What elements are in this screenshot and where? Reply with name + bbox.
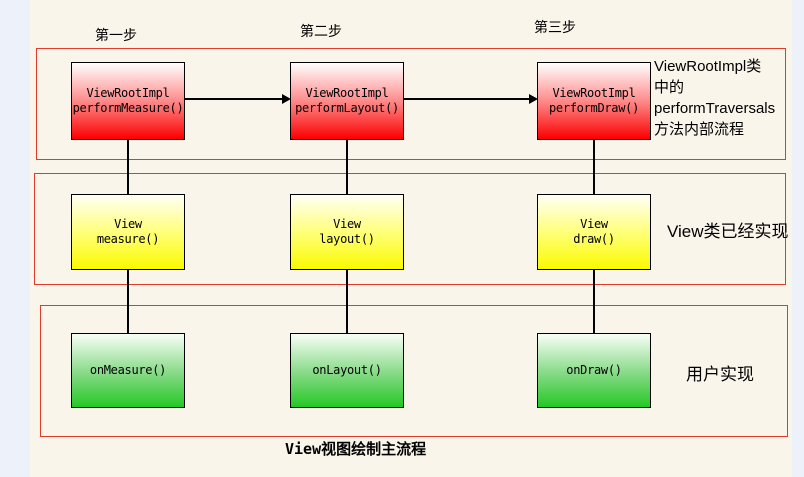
box-text-line: performMeasure() (72, 101, 184, 115)
row1-side-label: ViewRootImpl类 中的 performTraversals 方法内部流… (654, 58, 776, 138)
box-perform-draw: ViewRootImpl performDraw() (537, 62, 651, 140)
row-container-user-implemented (40, 305, 788, 437)
box-text-line: measure() (96, 232, 160, 246)
box-on-draw: onDraw() (537, 333, 651, 408)
box-text-line: View (580, 217, 608, 231)
arrow-connector-measure-to-layout (185, 98, 283, 100)
diagram-title: View视图绘制主流程 (285, 440, 427, 458)
box-text-line: performDraw() (548, 101, 640, 115)
box-view-measure: View measure() (71, 194, 185, 270)
step-label-2: 第二步 (300, 23, 342, 39)
box-view-layout: View layout() (290, 194, 404, 270)
vertical-connector (346, 270, 348, 333)
box-text-line: performLayout() (295, 101, 399, 115)
vertical-connector (593, 270, 595, 333)
box-perform-measure: ViewRootImpl performMeasure() (71, 62, 185, 140)
box-text-line: layout() (319, 232, 375, 246)
vertical-connector (127, 270, 129, 333)
row2-side-label: View类已经实现 (667, 222, 789, 241)
box-text-line: ViewRootImpl (86, 86, 170, 100)
box-text-line: onMeasure() (89, 363, 167, 377)
row-container-view-implemented (34, 173, 786, 285)
box-text-line: draw() (573, 232, 615, 246)
arrow-connector-layout-to-draw (404, 98, 530, 100)
box-text-line: onLayout() (312, 363, 382, 377)
box-text-line: ViewRootImpl (552, 86, 636, 100)
box-on-measure: onMeasure() (71, 333, 185, 408)
box-view-draw: View draw() (537, 194, 651, 270)
vertical-connector (127, 140, 129, 194)
box-text-line: ViewRootImpl (305, 86, 389, 100)
box-perform-layout: ViewRootImpl performLayout() (290, 62, 404, 140)
step-label-3: 第三步 (534, 19, 576, 35)
row3-side-label: 用户实现 (686, 365, 754, 384)
vertical-connector (346, 140, 348, 194)
vertical-connector (593, 140, 595, 194)
box-text-line: View (114, 217, 142, 231)
box-on-layout: onLayout() (290, 333, 404, 408)
arrow-head-icon (529, 94, 538, 104)
box-text-line: View (333, 217, 361, 231)
arrow-head-icon (282, 94, 291, 104)
box-text-line: onDraw() (566, 363, 622, 377)
row-container-perform-traversals (36, 48, 786, 160)
step-label-1: 第一步 (95, 27, 137, 43)
